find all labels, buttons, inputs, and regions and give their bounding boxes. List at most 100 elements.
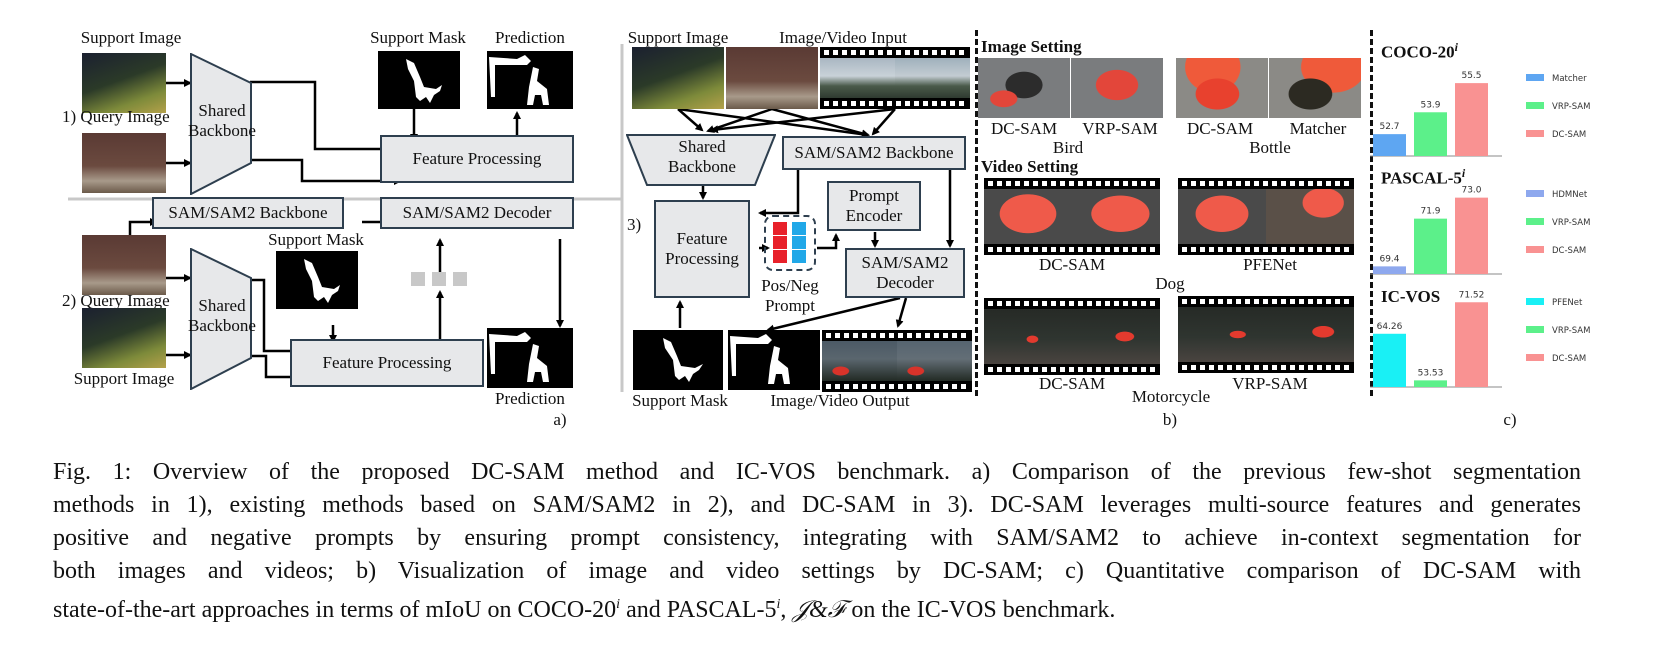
caption-line-4: both images and videos; b) Visualization… xyxy=(53,558,1581,584)
sub3-query-image xyxy=(726,47,818,109)
sub3-support-mask xyxy=(633,330,723,390)
sub1-support-mask xyxy=(378,51,460,109)
chart-1-legend-label: HDMNet xyxy=(1552,190,1588,200)
figure-caption: Fig. 1: Overview of the proposed DC-SAM … xyxy=(53,456,1581,627)
caption-superscript: i xyxy=(616,597,621,612)
chart-2-bar-pfenet xyxy=(1373,333,1406,387)
sub1-prediction-label: Prediction xyxy=(495,28,565,47)
sub1-support-image-label: Support Image xyxy=(80,28,182,47)
bottle-method-1: DC-SAM xyxy=(1186,119,1254,138)
motorcycle-method-1: DC-SAM xyxy=(1038,374,1106,393)
chart-1-bar-vrp-sam xyxy=(1414,218,1447,274)
caption-text: and PASCAL-5 xyxy=(620,597,777,623)
bird-dcsam-image xyxy=(978,58,1070,118)
bottle-matcher-image xyxy=(1269,58,1361,118)
dog-category: Dog xyxy=(1155,274,1185,293)
sub1-shared-backbone-shape xyxy=(190,53,252,195)
caption-line-3: positive and negative prompts by ensurin… xyxy=(53,525,1581,551)
sub2-shared-backbone-shape xyxy=(190,248,252,390)
chart-1-title: PASCAL-5i xyxy=(1381,166,1466,188)
dog-method-1: DC-SAM xyxy=(1038,255,1106,274)
chart-0-value-label: 53.9 xyxy=(1420,100,1440,110)
chart-0-legend-label: Matcher xyxy=(1552,74,1587,84)
chart-1-legend-label: DC-SAM xyxy=(1552,246,1586,256)
panel-b-label: b) xyxy=(1162,410,1178,429)
bird-vrpsam-image xyxy=(1071,58,1163,118)
positive-prompt-tokens xyxy=(773,222,787,264)
panel-a-label: a) xyxy=(553,410,567,429)
sub3-sam-backbone-box: SAM/SAM2 Backbone xyxy=(782,136,966,170)
sub3-arrows xyxy=(676,107,954,333)
chart-2-value-label: 64.26 xyxy=(1377,322,1403,332)
chart-0-bar-dc-sam xyxy=(1455,83,1488,156)
sub2-feature-processing-box: Feature Processing xyxy=(290,339,484,387)
sub2-query-image xyxy=(82,235,166,295)
sub3-shared-backbone: Shared Backbone xyxy=(668,137,736,177)
sub3-shared-backbone-shape xyxy=(626,134,776,186)
chart-1-legend-swatch xyxy=(1526,246,1544,253)
sub3-output-label: Image/Video Output xyxy=(770,391,910,410)
motorcycle-dcsam-film xyxy=(984,298,1160,375)
chart-0-legend-swatch xyxy=(1526,130,1544,137)
panel-separator-b xyxy=(975,30,978,396)
sub1-support-image xyxy=(82,53,166,113)
caption-line-2: methods in 1), existing methods based on… xyxy=(53,492,1581,518)
sub2-support-mask-label: Support Mask xyxy=(268,230,364,249)
chart-2-value-label: 71.52 xyxy=(1459,290,1485,300)
sub2-sam-backbone-box: SAM/SAM2 Backbone xyxy=(152,197,344,229)
chart-1-legend-swatch xyxy=(1526,190,1544,197)
chart-1-bar-dc-sam xyxy=(1455,197,1488,274)
chart-2-legend-label: VRP-SAM xyxy=(1552,326,1590,336)
ellipsis-blocks xyxy=(411,272,467,286)
chart-title-superscript: i xyxy=(1461,166,1466,180)
caption-jf-symbol: 𝒥&ℱ xyxy=(792,597,846,623)
prompt-encoder-label: Prompt Encoder xyxy=(845,186,903,225)
chart-0-legend-label: VRP-SAM xyxy=(1552,102,1590,112)
caption-text: , xyxy=(780,597,793,623)
chart-2-legend-swatch xyxy=(1526,326,1544,333)
chart-2-value-label: 53.53 xyxy=(1418,368,1444,378)
sub1-shared-backbone: Shared Backbone xyxy=(188,101,256,141)
bottle-method-2: Matcher xyxy=(1289,119,1347,138)
sub3-output-video-film xyxy=(822,330,972,392)
sub1-feature-processing-box: Feature Processing xyxy=(380,135,574,183)
chart-title-superscript: i xyxy=(1454,40,1459,54)
sub1-feature-processing-label: Feature Processing xyxy=(412,149,542,169)
chart-1-value-label: 73.0 xyxy=(1461,186,1481,196)
motorcycle-category: Motorcycle xyxy=(1131,387,1211,406)
sub1-prediction-mask xyxy=(487,51,573,109)
sub2-shared-backbone: Shared Backbone xyxy=(188,296,256,336)
chart-2-bar-vrp-sam xyxy=(1414,380,1447,387)
chart-1-bar-hdmnet xyxy=(1373,266,1406,274)
chart-1-value-label: 69.4 xyxy=(1379,254,1399,264)
sub3-feature-processing-label: Feature Processing xyxy=(665,229,739,268)
caption-text: on the IC-VOS benchmark. xyxy=(845,597,1116,623)
image-setting-title: Image Setting xyxy=(981,37,1082,56)
chart-0-bar-vrp-sam xyxy=(1414,112,1447,156)
sub2-prediction-label: Prediction xyxy=(495,389,565,408)
chart-0-legend-swatch xyxy=(1526,102,1544,109)
video-setting-title: Video Setting xyxy=(981,157,1079,176)
bird-category: Bird xyxy=(1052,138,1084,157)
sub3-feature-processing-box: Feature Processing xyxy=(654,200,750,298)
chart-2-legend-label: DC-SAM xyxy=(1552,354,1586,364)
caption-line-1: Fig. 1: Overview of the proposed DC-SAM … xyxy=(53,459,1581,485)
sub3-output-mask xyxy=(728,330,820,390)
sub3-input-video-film xyxy=(820,47,970,109)
sub2-prediction-mask xyxy=(487,328,573,388)
sub3-support-image-label: Support Image xyxy=(627,28,729,47)
sub2-feature-processing-label: Feature Processing xyxy=(322,353,452,373)
negative-prompt-tokens xyxy=(792,222,806,264)
chart-1-value-label: 71.9 xyxy=(1420,207,1440,217)
sub1-query-image xyxy=(82,133,166,193)
chart-2-title: IC-VOS xyxy=(1381,287,1441,306)
sub2-support-image xyxy=(82,308,166,368)
panel-c-label: c) xyxy=(1503,410,1517,429)
chart-0-bar-matcher xyxy=(1373,134,1406,156)
chart-2-legend-swatch xyxy=(1526,354,1544,361)
sub2-sam-decoder-box: SAM/SAM2 Decoder xyxy=(380,197,574,229)
sub2-sam-backbone-label: SAM/SAM2 Backbone xyxy=(168,203,328,223)
sub3-input-label: Image/Video Input xyxy=(779,28,907,47)
chart-1-legend-swatch xyxy=(1526,218,1544,225)
